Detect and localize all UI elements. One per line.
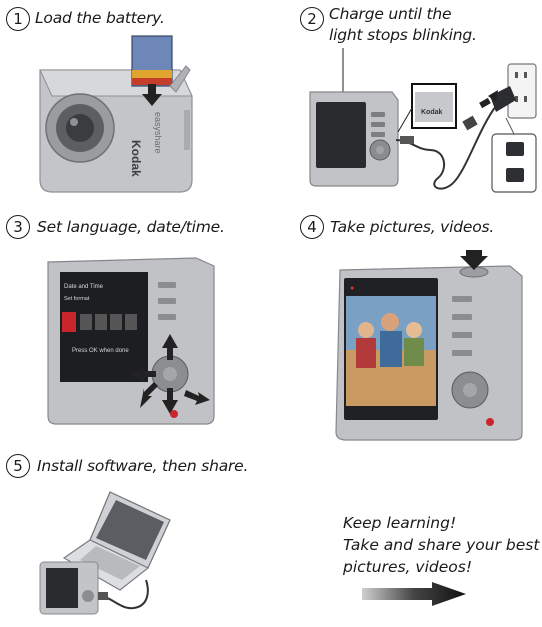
- lcd-subtitle: Set format: [64, 296, 90, 302]
- step-2-label-line1: Charge until the: [329, 5, 452, 23]
- step-4-label: Take pictures, videos.: [330, 218, 495, 236]
- step-3-label: Set language, date/time.: [37, 218, 225, 236]
- step-number-3: 3: [6, 215, 30, 239]
- camera-model-text: easyshare: [153, 112, 163, 154]
- step-number-5: 5: [6, 454, 30, 478]
- outro-line-3: pictures, videos!: [343, 558, 473, 576]
- step-number-2: 2: [300, 7, 324, 31]
- plug-arrow-icon: [479, 90, 498, 109]
- step-2-label-line2: light stops blinking.: [329, 26, 477, 44]
- camera-brand-text: Kodak: [129, 140, 143, 177]
- step-5-label: Install software, then share.: [37, 457, 249, 475]
- outro-line-1: Keep learning!: [343, 514, 457, 532]
- step-1-label: Load the battery.: [35, 9, 165, 27]
- lcd-title: Date and Time: [64, 284, 104, 290]
- step-number-4: 4: [300, 215, 324, 239]
- zoom-brand-text: Kodak: [421, 109, 443, 116]
- svg-text:●: ●: [350, 285, 354, 292]
- lcd-hint: Press OK when done: [72, 348, 129, 354]
- outro-line-2: Take and share your best: [343, 536, 540, 554]
- insert-arrow-icon: [142, 84, 162, 106]
- step-number-1: 1: [6, 7, 30, 31]
- outro-text: Keep learning! Take and share your best …: [343, 512, 539, 578]
- press-shutter-icon: [460, 250, 488, 270]
- direction-arrows-icon: [130, 334, 210, 414]
